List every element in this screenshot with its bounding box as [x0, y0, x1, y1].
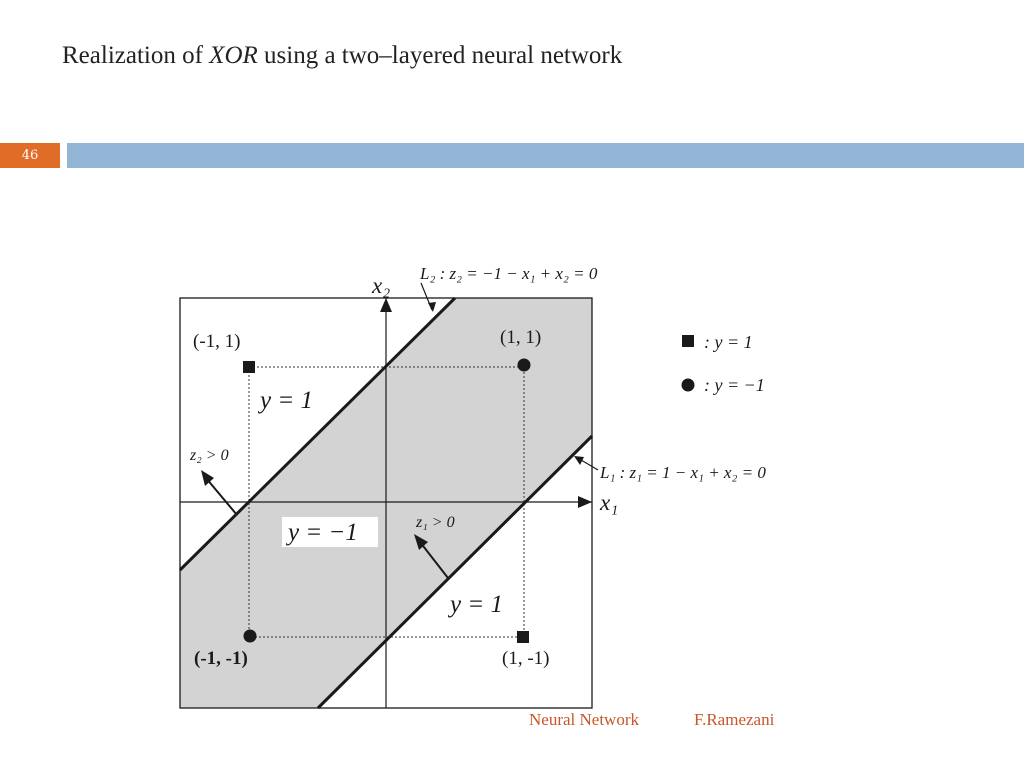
label-point-pos1-neg1: (1, -1): [502, 648, 549, 669]
x1-arrowhead: [578, 496, 592, 508]
z2-positive-label: z₂ > 0: [189, 447, 229, 464]
point-neg1-neg1-circle: [243, 629, 257, 643]
slide-title: Realization of XOR using a two–layered n…: [62, 42, 622, 70]
region-top-label: y = 1: [257, 387, 313, 414]
point-neg1-pos1-square: [243, 361, 255, 373]
footer-course: Neural Network: [529, 710, 639, 729]
line-L1: [316, 434, 594, 710]
footer-author: F.Ramezani: [694, 710, 775, 729]
x1-axis-label: x₁: [599, 490, 618, 515]
header-bar: [67, 143, 1024, 168]
label-point-neg1-pos1: (-1, 1): [193, 331, 240, 352]
line-L2: [178, 296, 457, 572]
title-suffix: using a two–layered neural network: [257, 42, 623, 69]
title-italic: XOR: [209, 42, 258, 69]
legend-square-marker: [682, 335, 694, 347]
region-middle-label-bg: [282, 517, 378, 547]
region-middle-label: y = −1: [285, 519, 358, 546]
point-pos1-pos1-circle: [517, 358, 531, 372]
z2-arrowhead: [201, 470, 214, 486]
z1-arrowhead: [414, 534, 428, 550]
slide-number: 46: [0, 143, 60, 168]
label-point-pos1-pos1: (1, 1): [500, 327, 541, 348]
L1-equation-label: L₁ : z₁ = 1 − x₁ + x₂ = 0: [599, 463, 766, 482]
L1-leader-head: [574, 456, 584, 465]
label-point-neg1-neg1: (-1, -1): [194, 648, 248, 669]
z1-positive-label: z₁ > 0: [415, 514, 455, 531]
L2-leader-head: [428, 302, 436, 312]
title-prefix: Realization of: [62, 42, 210, 69]
legend-y-pos1-text: : y = 1: [704, 332, 753, 352]
x2-arrowhead: [380, 298, 392, 312]
z2-arrow: [205, 477, 238, 516]
legend-circle-marker: [681, 378, 695, 392]
legend-y-neg1-text: : y = −1: [704, 375, 765, 395]
x2-axis-label: x₂: [371, 273, 390, 298]
z1-arrow: [419, 541, 449, 579]
point-pos1-neg1-square: [517, 631, 529, 643]
region-bottom-label: y = 1: [447, 591, 503, 618]
L2-equation-label: L₂ : z₂ = −1 − x₁ + x₂ = 0: [419, 264, 598, 283]
